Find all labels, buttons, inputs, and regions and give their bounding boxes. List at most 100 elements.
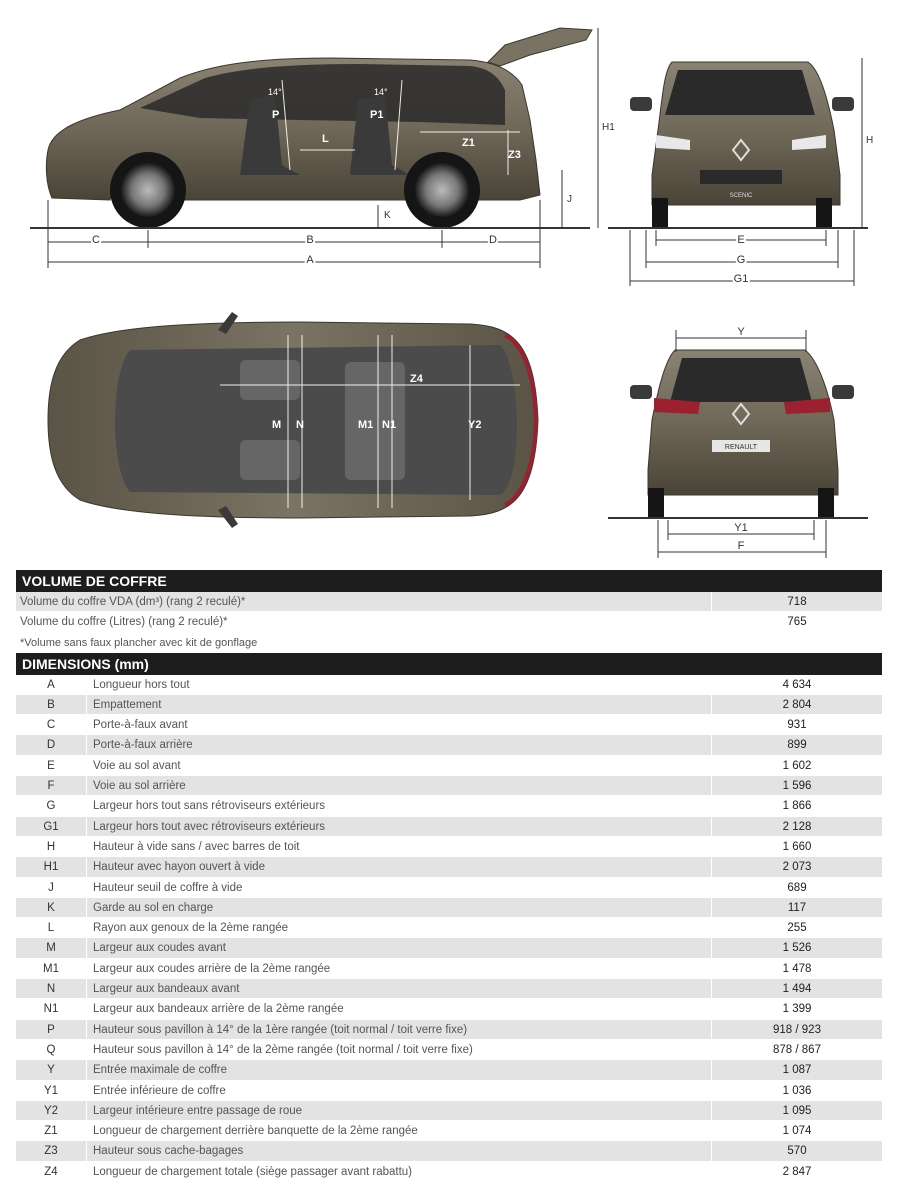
dimension-value: 1 478 (782, 962, 812, 975)
windshield (665, 70, 815, 115)
rear-badge: RENAULT (725, 444, 758, 451)
rear-seat (350, 95, 410, 175)
label-angle-1: 14° (268, 87, 282, 97)
rear-dimension-lines (657, 330, 827, 558)
label-angle-2: 14° (374, 87, 388, 97)
label-y1: Y1 (734, 522, 747, 534)
label-n: N (296, 419, 304, 431)
side-view: 14° 14° P P1 L Z1 Z3 C B D A K J H1 (30, 27, 615, 268)
dimension-label: Largeur aux bandeaux arrière de la 2ème … (87, 999, 712, 1019)
dimension-label: Hauteur sous pavillon à 14° de la 1ère r… (87, 1019, 712, 1039)
volume-label: Volume du coffre VDA (dm³) (rang 2 recul… (16, 592, 712, 612)
front-seat (240, 95, 300, 175)
rear-view: RENAULT Y Y1 F (608, 326, 868, 558)
label-p: P (272, 109, 279, 121)
dimension-label: Hauteur avec hayon ouvert à vide (87, 857, 712, 877)
label-n1: N1 (382, 419, 396, 431)
dimensions-section-title: DIMENSIONS (mm) (16, 652, 882, 675)
dimension-code: P (16, 1019, 87, 1039)
label-z4: Z4 (410, 373, 424, 385)
volume-label: Volume du coffre (Litres) (rang 2 reculé… (16, 612, 712, 632)
volume-row: Volume du coffre VDA (dm³) (rang 2 recul… (16, 592, 882, 613)
dimension-code: G1 (16, 816, 87, 836)
mirror-top-right (218, 506, 238, 528)
label-j: J (567, 194, 572, 205)
renault-logo-rear (731, 402, 751, 426)
front-grille (700, 170, 782, 184)
dimension-code: C (16, 715, 87, 735)
headlight-left (656, 135, 690, 150)
label-y: Y (737, 326, 745, 338)
mirror-top-left (218, 312, 238, 334)
label-z3: Z3 (508, 149, 521, 161)
dimension-code: Z4 (16, 1161, 87, 1182)
label-h: H (866, 135, 873, 146)
dimension-code: Y (16, 1060, 87, 1080)
side-dimension-lines (47, 28, 599, 268)
dimension-value: 255 (787, 922, 807, 935)
dimension-label: Empattement (87, 694, 712, 715)
dimension-code: A (16, 674, 87, 694)
rear-tyre-right (818, 488, 834, 518)
dimension-label: Largeur aux coudes arrière de la 2ème ra… (87, 958, 712, 979)
dimension-code: H (16, 836, 87, 857)
dimension-value: 1 036 (782, 1084, 812, 1097)
dimension-code: B (16, 694, 87, 715)
dimension-code: Y2 (16, 1100, 87, 1121)
dimension-value: 117 (787, 901, 807, 914)
dimension-label: Porte-à-faux avant (87, 715, 712, 735)
dimension-code: F (16, 776, 87, 796)
dimension-label: Longueur de chargement derrière banquett… (87, 1121, 712, 1141)
dimension-value: 918 / 923 (773, 1023, 821, 1036)
dimension-code: Z1 (16, 1121, 87, 1141)
side-windows (140, 64, 505, 125)
mirror-left (630, 97, 652, 111)
dimension-code: K (16, 897, 87, 918)
dimension-code: N (16, 979, 87, 999)
label-f: F (738, 540, 745, 552)
dimension-code: M (16, 938, 87, 958)
dimension-code: L (16, 918, 87, 938)
volume-value: 718 (787, 596, 807, 608)
volume-section-title: VOLUME DE COFFRE (16, 570, 882, 592)
dimension-label: Largeur hors tout avec rétroviseurs exté… (87, 816, 712, 836)
dimension-code: E (16, 755, 87, 776)
label-y2: Y2 (468, 419, 481, 431)
dimension-label: Hauteur sous cache-bagages (87, 1141, 712, 1161)
label-g: G (737, 254, 746, 266)
seat-front-left (240, 360, 300, 400)
volume-note: *Volume sans faux plancher avec kit de g… (20, 636, 258, 649)
dimension-value: 1 660 (782, 840, 812, 853)
dimension-code: J (16, 877, 87, 897)
dimension-value: 4 634 (782, 678, 812, 691)
volume-value: 765 (787, 616, 807, 629)
dimension-value: 1 596 (782, 780, 812, 793)
dimension-value: 689 (787, 881, 807, 894)
label-c: C (92, 234, 100, 246)
volume-row: Volume du coffre (Litres) (rang 2 reculé… (16, 612, 882, 633)
seat-front-right (240, 440, 300, 480)
open-tailgate (487, 27, 593, 67)
dimension-label: Voie au sol arrière (87, 776, 712, 796)
dimension-value: 2 128 (782, 820, 812, 833)
dimension-value: 2 804 (782, 698, 812, 711)
volume-table: Volume du coffre VDA (dm³) (rang 2 recul… (16, 592, 882, 633)
dimension-label: Hauteur seuil de coffre à vide (87, 877, 712, 897)
front-tyre-left (652, 198, 668, 228)
dimension-code: Y1 (16, 1080, 87, 1100)
dimension-value: 1 494 (782, 983, 812, 996)
